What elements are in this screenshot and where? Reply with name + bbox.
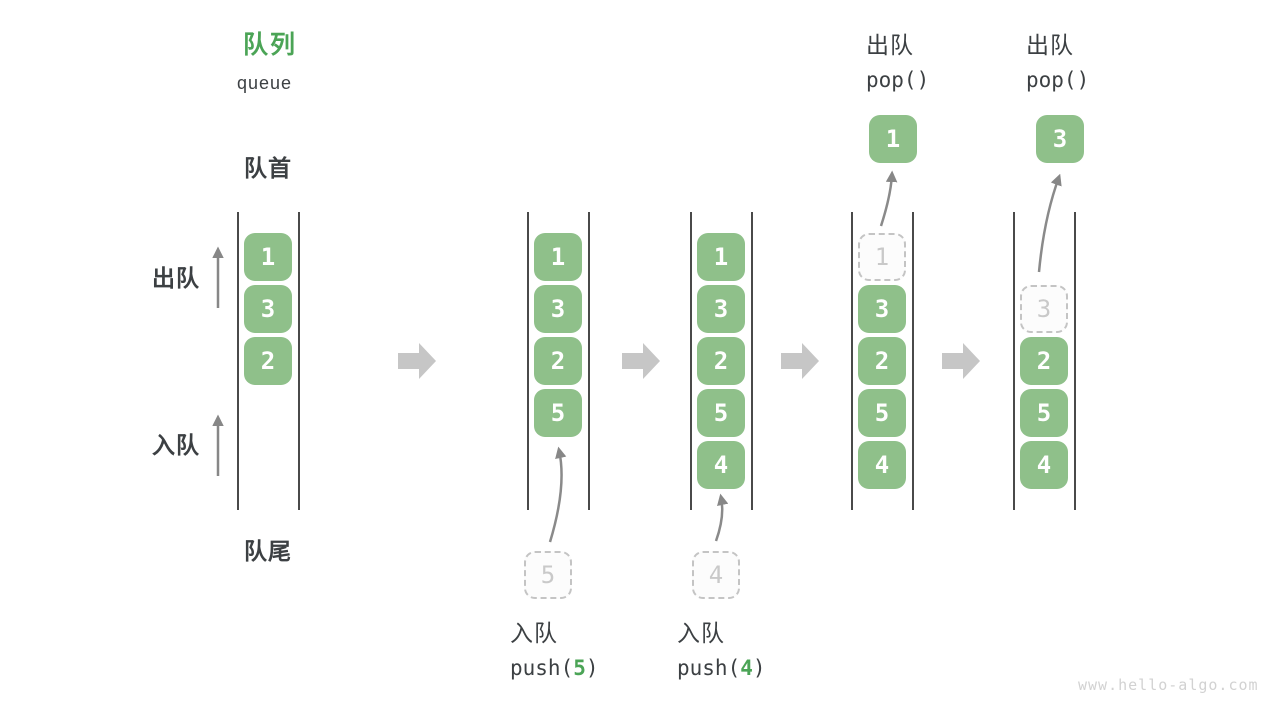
code-pop1: pop() <box>866 68 930 92</box>
queue-item: 2 <box>244 337 292 385</box>
dequeue-arrow-pop2 <box>1037 173 1062 273</box>
label-dequeue-op: 出队 <box>866 32 914 58</box>
label-dequeue-op: 出队 <box>1026 32 1074 58</box>
queue-item: 5 <box>697 389 745 437</box>
queue-wall-left <box>1013 212 1015 510</box>
diagram-title: 队列 <box>243 31 298 59</box>
queue-item: 1 <box>534 233 582 281</box>
queue-item: 3 <box>697 285 745 333</box>
queue-item: 2 <box>858 337 906 385</box>
incoming-item-ghost: 4 <box>692 551 740 599</box>
code-pop2: pop() <box>1026 68 1090 92</box>
label-enqueue-op: 入队 <box>677 620 725 646</box>
code-close: ) <box>585 656 599 680</box>
queue-item: 3 <box>244 285 292 333</box>
queue-wall-left <box>237 212 239 510</box>
removed-item-ghost: 1 <box>858 233 906 281</box>
queue-wall-right <box>751 212 753 510</box>
dequeue-arrow-pop1 <box>879 170 898 227</box>
queue-item: 5 <box>1020 389 1068 437</box>
label-queue-rear: 队尾 <box>244 538 292 564</box>
enqueue-arrow-push4 <box>714 493 729 542</box>
enqueue-arrow-push5 <box>548 446 567 543</box>
queue-item: 1 <box>244 233 292 281</box>
transition-arrow-4 <box>942 343 980 379</box>
queue-wall-left <box>527 212 529 510</box>
queue-wall-left <box>690 212 692 510</box>
queue-item: 4 <box>697 441 745 489</box>
label-dequeue-side: 出队 <box>152 265 200 291</box>
queue-item: 4 <box>858 441 906 489</box>
queue-item: 3 <box>534 285 582 333</box>
queue-wall-right <box>912 212 914 510</box>
queue-wall-left <box>851 212 853 510</box>
queue-item: 5 <box>858 389 906 437</box>
queue-wall-right <box>298 212 300 510</box>
queue-item: 1 <box>697 233 745 281</box>
popped-item: 1 <box>869 115 917 163</box>
label-enqueue-op: 入队 <box>510 620 558 646</box>
queue-wall-right <box>1074 212 1076 510</box>
label-enqueue-side: 入队 <box>152 432 200 458</box>
code-push5: push(5) <box>510 658 599 679</box>
transition-arrow-3 <box>781 343 819 379</box>
queue-item: 4 <box>1020 441 1068 489</box>
code-arg: 4 <box>740 656 753 680</box>
queue-item: 2 <box>697 337 745 385</box>
transition-arrow-1 <box>398 343 436 379</box>
queue-item: 2 <box>1020 337 1068 385</box>
watermark: www.hello-algo.com <box>1078 676 1259 694</box>
removed-item-ghost: 3 <box>1020 285 1068 333</box>
queue-item: 2 <box>534 337 582 385</box>
incoming-item-ghost: 5 <box>524 551 572 599</box>
diagram-subtitle: queue <box>237 73 293 93</box>
code-arg: 5 <box>573 656 586 680</box>
code-close: ) <box>752 656 766 680</box>
code-fn: push( <box>677 656 741 680</box>
popped-item: 3 <box>1036 115 1084 163</box>
transition-arrow-2 <box>622 343 660 379</box>
queue-wall-right <box>588 212 590 510</box>
queue-item: 3 <box>858 285 906 333</box>
code-fn: push( <box>510 656 574 680</box>
code-push4: push(4) <box>677 658 766 679</box>
queue-item: 5 <box>534 389 582 437</box>
label-queue-front: 队首 <box>244 155 292 181</box>
